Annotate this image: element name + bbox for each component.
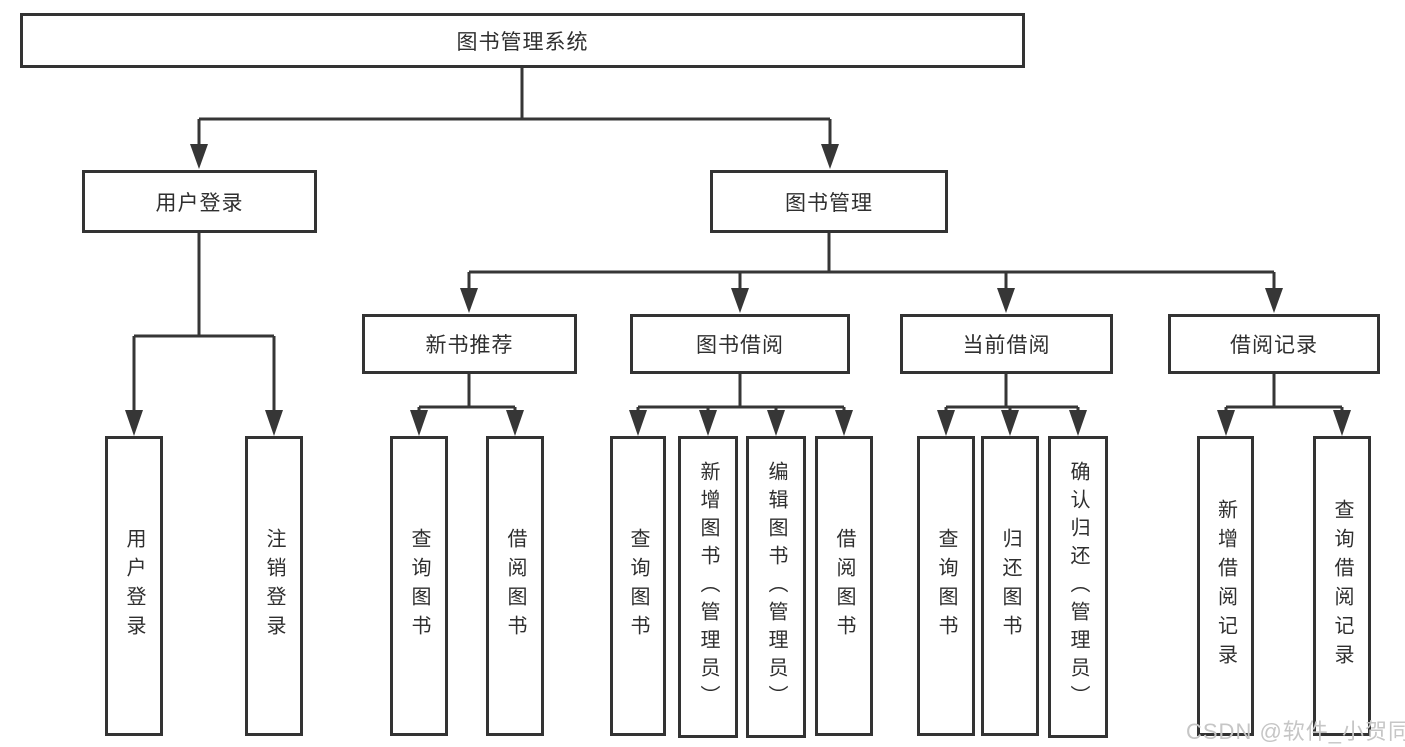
arrowhead — [937, 410, 955, 436]
connector-borrowing-records-to-leaves — [1217, 374, 1351, 436]
leaf-confirm-return-admin: 确认归还（管理员） — [1048, 436, 1108, 738]
arrowhead — [265, 410, 283, 436]
leaf-return-books-label: 归还图书 — [999, 528, 1021, 644]
leaf-query-borrow-record-label: 查询借阅记录 — [1331, 499, 1353, 673]
node-borrowing-records: 借阅记录 — [1168, 314, 1380, 374]
leaf-user-login-label: 用户登录 — [123, 528, 145, 644]
arrowhead — [410, 410, 428, 436]
node-new-book-recommend: 新书推荐 — [362, 314, 577, 374]
leaf-query-books-recommend: 查询图书 — [390, 436, 448, 736]
arrowhead — [699, 410, 717, 436]
arrowhead — [821, 144, 839, 169]
node-user-login: 用户登录 — [82, 170, 317, 233]
arrowhead — [997, 288, 1015, 313]
leaf-return-books: 归还图书 — [981, 436, 1039, 736]
arrowhead — [190, 144, 208, 169]
leaf-confirm-return-admin-label: 确认归还（管理员） — [1067, 461, 1089, 713]
leaf-query-books-current-label: 查询图书 — [935, 528, 957, 644]
arrowhead — [1217, 410, 1235, 436]
arrowhead — [1333, 410, 1351, 436]
connector-book-borrowing-to-leaves — [629, 374, 853, 436]
leaf-borrow-books-recommend-label: 借阅图书 — [504, 528, 526, 644]
arrowhead — [1265, 288, 1283, 313]
leaf-edit-books-admin-label: 编辑图书（管理员） — [765, 461, 787, 713]
arrowhead — [1001, 410, 1019, 436]
node-book-management: 图书管理 — [710, 170, 948, 233]
node-library-management-system: 图书管理系统 — [20, 13, 1025, 68]
leaf-borrow-books-borrowing: 借阅图书 — [815, 436, 873, 736]
arrowhead — [731, 288, 749, 313]
leaf-query-books-current: 查询图书 — [917, 436, 975, 736]
leaf-borrow-books-recommend: 借阅图书 — [486, 436, 544, 736]
connector-user-login-to-leaves — [125, 233, 283, 436]
leaf-borrow-books-borrowing-label: 借阅图书 — [833, 528, 855, 644]
leaf-add-borrow-record-label: 新增借阅记录 — [1214, 499, 1237, 673]
arrowhead — [1069, 410, 1087, 436]
node-current-borrowing: 当前借阅 — [900, 314, 1113, 374]
leaf-user-login: 用户登录 — [105, 436, 163, 736]
arrowhead — [835, 410, 853, 436]
node-book-borrowing: 图书借阅 — [630, 314, 850, 374]
leaf-edit-books-admin: 编辑图书（管理员） — [746, 436, 806, 738]
arrowhead — [460, 288, 478, 313]
connector-root-to-level2 — [190, 68, 839, 169]
leaf-add-books-admin-label: 新增图书（管理员） — [697, 461, 719, 713]
leaf-query-books-borrowing-label: 查询图书 — [627, 528, 649, 644]
arrowhead — [629, 410, 647, 436]
leaf-query-books-recommend-label: 查询图书 — [408, 528, 430, 644]
arrowhead — [125, 410, 143, 436]
leaf-query-books-borrowing: 查询图书 — [610, 436, 666, 736]
connector-new-book-recommend-to-leaves — [410, 374, 524, 436]
connector-current-borrowing-to-leaves — [937, 374, 1087, 436]
csdn-watermark: CSDN @软件_小贺同学 — [1186, 719, 1405, 744]
leaf-query-borrow-record: 查询借阅记录 — [1313, 436, 1371, 736]
arrowhead — [506, 410, 524, 436]
leaf-add-books-admin: 新增图书（管理员） — [678, 436, 738, 738]
connector-book-management-to-level3 — [460, 233, 1283, 313]
leaf-add-borrow-record: 新增借阅记录 — [1197, 436, 1254, 736]
arrowhead — [767, 410, 785, 436]
leaf-logout-login: 注销登录 — [245, 436, 303, 736]
leaf-logout-login-label: 注销登录 — [263, 528, 285, 644]
